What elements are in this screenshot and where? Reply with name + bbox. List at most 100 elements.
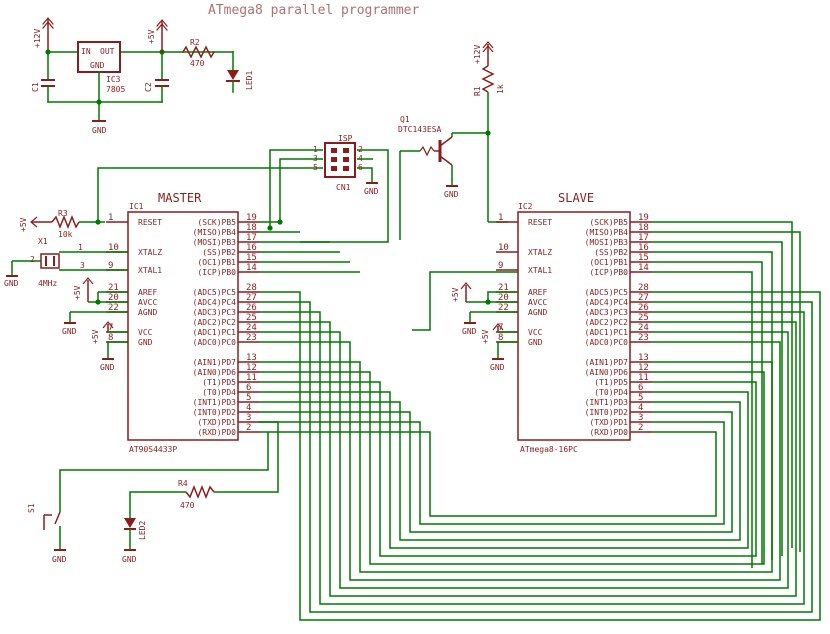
master-right-pin-name: (ADC3)PC3 [193, 308, 237, 317]
master-right-pin-number: 5 [246, 393, 251, 403]
master-right-pin-name: (INT1)PD3 [193, 398, 237, 407]
slave-left-pin-number: 20 [498, 293, 509, 303]
slave-left-pin-name: XTALZ [528, 248, 552, 257]
bus-wire [260, 301, 813, 613]
master-right-pin-number: 28 [246, 283, 257, 293]
master-right-pin-name: (ICP)PB0 [197, 268, 236, 277]
slave-right-pin-number: 23 [638, 333, 649, 343]
s1-ref: S1 [27, 503, 36, 513]
slave-right-pin-number: 6 [638, 383, 643, 393]
master-ref: IC1 [129, 202, 144, 211]
master-right-pin-name: (TXD)PD1 [197, 418, 236, 427]
master-left-pin-number: 21 [108, 283, 119, 293]
master-right-pins: 19(SCK)PB518(MISO)PB417(MOSI)PB316(SS)PB… [193, 213, 260, 437]
junction-dot [277, 219, 283, 225]
master-right-pin-number: 12 [246, 363, 257, 373]
master-right-pin-number: 4 [246, 403, 251, 413]
slave-left-pin-name: AGND [528, 308, 547, 317]
isp-ref: CN1 [336, 183, 351, 192]
r1-resistor: +12V R1 1k [473, 41, 508, 223]
r1-supply-symbol [482, 41, 494, 66]
master-left-pin-number: 7 [108, 323, 113, 333]
r3-supply-label: +5V [19, 217, 28, 232]
slave-right-pin-name: (ADC5)PC5 [585, 288, 629, 297]
slave-right-pin-name: (INT0)PD2 [585, 408, 629, 417]
master-vcc-supply-label: +5V [91, 329, 100, 344]
slave-right-pin-number: 27 [638, 293, 649, 303]
bus-wire [260, 391, 749, 549]
master-left-pin-name: XTAL1 [138, 266, 162, 275]
bus-wire [260, 381, 757, 557]
master-avcc-supply-label: +5V [73, 285, 82, 300]
master-right-pin-number: 26 [246, 303, 257, 313]
ic3-gnd-label: GND [90, 61, 105, 70]
master-right-pin-name: (RXD)PD0 [197, 428, 236, 437]
master-left-pin-name: VCC [138, 328, 153, 337]
r4-value: 470 [180, 501, 195, 510]
bus-wire [260, 431, 717, 517]
slave-right-pin-name: (INT1)PD3 [585, 398, 629, 407]
master-analog-supply: +5V GND +5V GND [62, 277, 128, 372]
x1-ref: X1 [38, 237, 48, 246]
slave-right-pin-number: 15 [638, 253, 649, 263]
slave-right-pin-name: (ADC2)PC2 [585, 318, 629, 327]
slave-left-pin-number: 10 [498, 243, 509, 253]
slave-right-pin-name: (TXD)PD1 [589, 418, 628, 427]
slave-analog-supply: +5V GND +5V GND [412, 271, 518, 372]
slave-left-pin-name: AREF [528, 288, 547, 297]
bus-wire [260, 411, 733, 533]
master-right-pin-name: (MISO)PB4 [193, 228, 237, 237]
slave-left-pin-number: 8 [498, 333, 503, 343]
master-right-pin-name: (SS)PB2 [202, 248, 236, 257]
isp-connector: ISP 1 2 3 4 5 6 CN1 GND [97, 134, 420, 243]
master-right-pin-name: (T0)PD4 [202, 388, 236, 397]
led2-label: LED2 [138, 521, 147, 540]
slave-port-b-wire [652, 221, 793, 548]
slave-body [517, 211, 631, 441]
r4-led2: R4 470 GND LED2 [122, 421, 279, 564]
slave-left-pin-name: VCC [528, 328, 543, 337]
master-right-pin-name: (AIN1)PD7 [193, 358, 237, 367]
r2-value: 470 [190, 59, 205, 68]
master-left-pin-number: 20 [108, 293, 119, 303]
master-left-pin-number: 8 [108, 333, 113, 343]
slave-right-pin-number: 2 [638, 423, 643, 433]
q1-transistor: Q1 DTC143ESA GND [398, 115, 488, 199]
ic3-value: 7805 [106, 85, 125, 94]
r2-resistor [181, 45, 216, 59]
r1-value: 1k [496, 84, 505, 94]
bus-wire [260, 421, 725, 525]
master-right-pin-number: 18 [246, 223, 257, 233]
slave-right-pin-name: (T0)PD4 [594, 388, 628, 397]
supply-12v-symbol [42, 17, 54, 53]
master-right-pin-number: 3 [246, 413, 251, 423]
master-right-pin-name: (OC1)PB1 [197, 258, 236, 267]
ic3-in-label: IN [81, 47, 91, 56]
r2-ref: R2 [190, 38, 200, 47]
q1-gnd-label: GND [444, 190, 459, 199]
slave-right-pin-number: 16 [638, 243, 649, 253]
bus-wire [260, 401, 741, 541]
slave-right-pin-number: 5 [638, 393, 643, 403]
r1-ref: R1 [473, 86, 482, 96]
slave-right-pin-name: (MISO)PB4 [585, 228, 629, 237]
led1-diode [227, 70, 239, 80]
slave-right-pin-number: 25 [638, 313, 649, 323]
slave-agnd-label: GND [462, 327, 477, 336]
slave-right-pin-number: 28 [638, 283, 649, 293]
slave-right-pin-name: (ADC0)PC0 [585, 338, 629, 347]
slave-right-pin-number: 17 [638, 233, 649, 243]
slave-right-pin-name: (ADC1)PC1 [585, 328, 629, 337]
master-right-pin-number: 23 [246, 333, 257, 343]
slave-port-b-wire [652, 271, 753, 568]
slave-left-pin-name: GND [528, 338, 543, 347]
led1-label: LED1 [245, 71, 254, 90]
master-right-pin-name: (T1)PD5 [202, 378, 236, 387]
r1-supply-label: +12V [473, 45, 482, 64]
master-heading: MASTER [158, 191, 202, 205]
master-right-pin-number: 2 [246, 423, 251, 433]
q1-value: DTC143ESA [398, 125, 442, 134]
master-left-pin-number: 1 [108, 213, 113, 223]
